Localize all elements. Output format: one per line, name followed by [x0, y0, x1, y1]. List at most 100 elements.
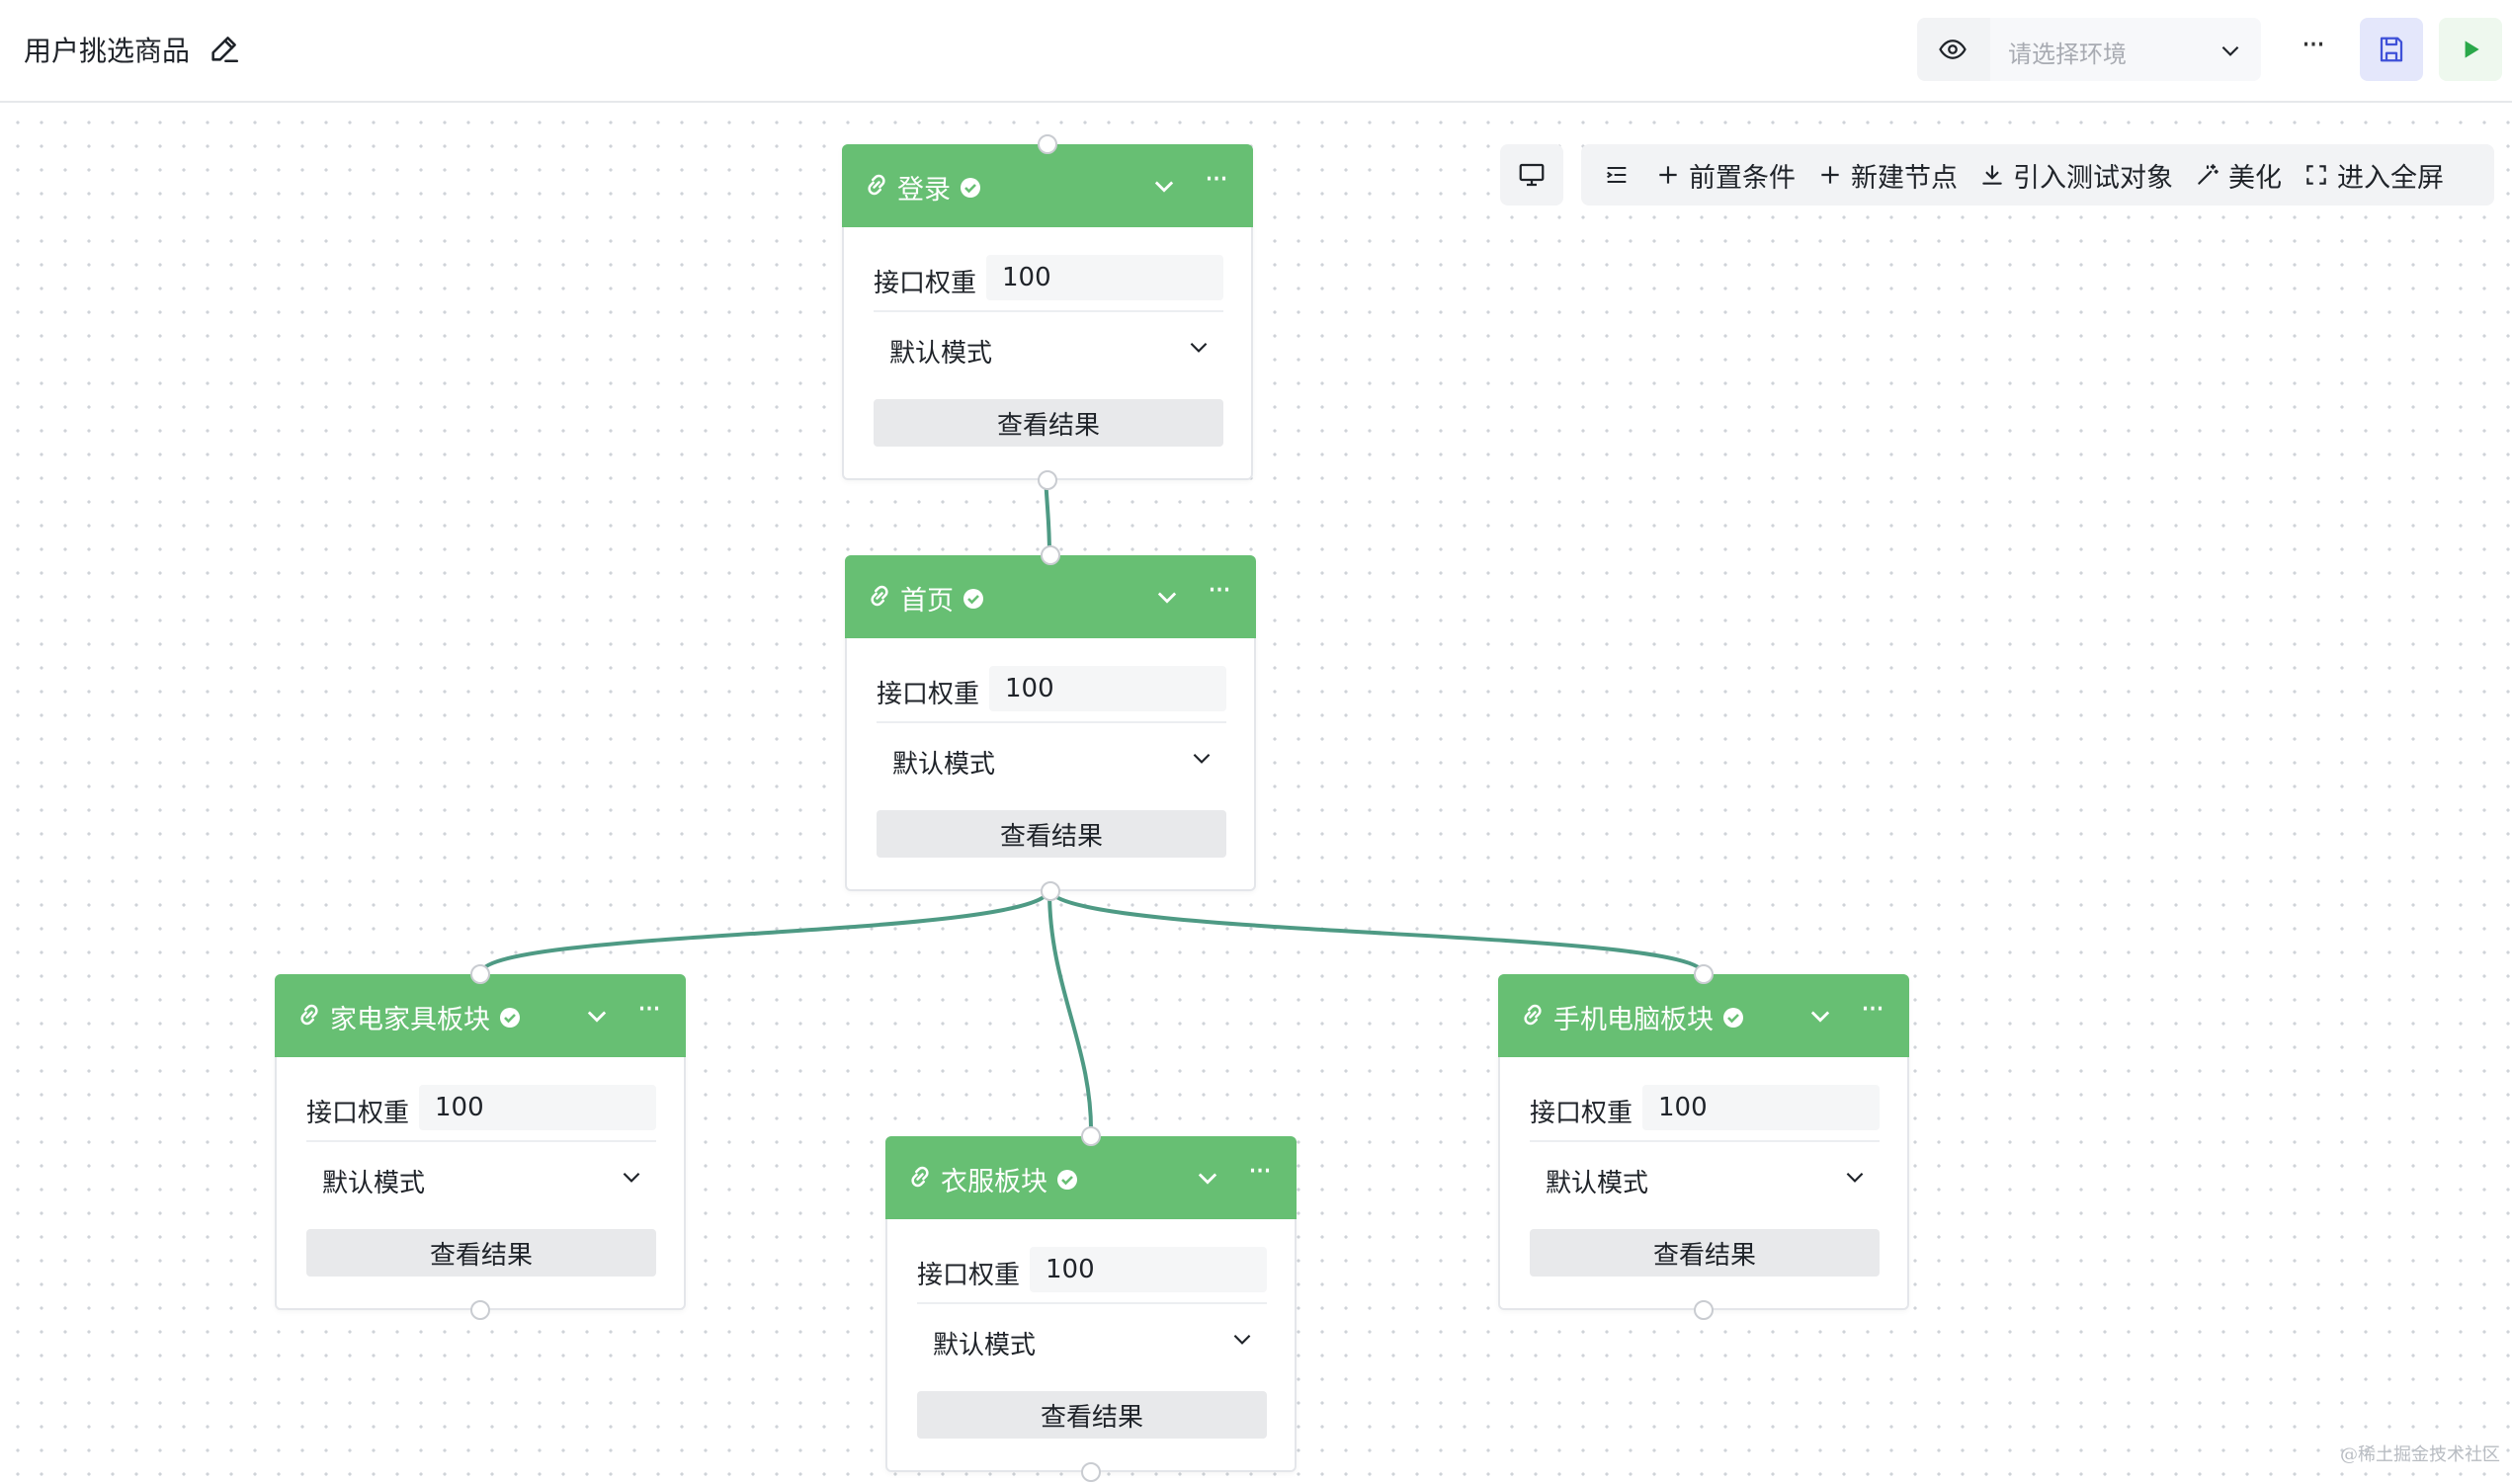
node-header[interactable]: 登录 ···: [842, 144, 1253, 227]
node-title-text: 登录: [897, 175, 951, 206]
node-output-handle[interactable]: [1041, 881, 1060, 901]
node-output-handle[interactable]: [1694, 1300, 1714, 1320]
download-icon: [1982, 165, 2002, 185]
mode-select[interactable]: 默认模式: [917, 1308, 1267, 1369]
fullscreen-button[interactable]: 进入全屏: [2293, 144, 2455, 206]
node-more-button[interactable]: ···: [1204, 162, 1229, 197]
node-title-text: 手机电脑板块: [1553, 1005, 1714, 1035]
node-input-handle[interactable]: [470, 964, 490, 984]
node-more-button[interactable]: ···: [1247, 1154, 1273, 1189]
node-header[interactable]: 手机电脑板块 ···: [1498, 974, 1909, 1057]
view-result-button[interactable]: 查看结果: [874, 399, 1223, 447]
chevron-down-icon[interactable]: [1153, 583, 1181, 611]
fullscreen-icon: [2306, 165, 2326, 185]
flow-node-login[interactable]: 登录 ··· 接口权重 默认模式 查看结果: [842, 134, 1253, 490]
run-button[interactable]: [2439, 18, 2502, 81]
environment-placeholder: 请选择环境: [2008, 41, 2127, 68]
chevron-down-icon[interactable]: [1806, 1002, 1834, 1030]
check-circle-icon: [961, 177, 980, 198]
node-more-button[interactable]: ···: [1860, 992, 1885, 1027]
monitor-icon: [1519, 163, 1545, 187]
chevron-down-icon: [1846, 1172, 1864, 1183]
flow-node-phone-pc[interactable]: 手机电脑板块 ··· 接口权重 默认模式 查看结果: [1498, 964, 1909, 1320]
add-precondition-button[interactable]: 前置条件: [1644, 144, 1806, 206]
mode-value: 默认模式: [933, 1331, 1037, 1360]
link-icon: [300, 1004, 318, 1026]
edit-icon[interactable]: [208, 32, 241, 65]
magic-wand-icon: [2198, 164, 2219, 185]
weight-label: 接口权重: [917, 1261, 1021, 1290]
top-bar: 用户挑选商品 请选择环境 ···: [0, 0, 2512, 103]
node-title: 衣服板块: [941, 1160, 1079, 1198]
mode-select[interactable]: 默认模式: [874, 316, 1223, 377]
check-circle-icon: [963, 588, 983, 609]
node-header[interactable]: 家电家具板块 ···: [275, 974, 686, 1057]
chevron-down-icon: [2221, 45, 2239, 56]
import-test-object-button[interactable]: 引入测试对象: [1968, 144, 2184, 206]
node-header[interactable]: 衣服板块 ···: [885, 1136, 1297, 1219]
weight-label: 接口权重: [874, 269, 977, 298]
weight-input[interactable]: [986, 255, 1223, 300]
weight-input[interactable]: [989, 666, 1226, 711]
node-output-handle[interactable]: [1038, 470, 1057, 490]
flow-node-home[interactable]: 首页 ··· 接口权重 默认模式 查看结果: [845, 545, 1256, 901]
flow-node-clothing[interactable]: 衣服板块 ··· 接口权重 默认模式 查看结果: [885, 1126, 1297, 1482]
view-result-button[interactable]: 查看结果: [1530, 1229, 1880, 1277]
node-output-handle[interactable]: [1081, 1462, 1101, 1482]
node-header[interactable]: 首页 ···: [845, 555, 1256, 638]
node-input-handle[interactable]: [1041, 545, 1060, 565]
view-result-button[interactable]: 查看结果: [306, 1229, 656, 1277]
chevron-down-icon[interactable]: [583, 1002, 611, 1030]
environment-select[interactable]: 请选择环境: [1990, 18, 2261, 81]
mode-select[interactable]: 默认模式: [877, 727, 1226, 788]
check-circle-icon: [500, 1007, 520, 1028]
beautify-button[interactable]: 美化: [2184, 144, 2293, 206]
chevron-down-icon: [1190, 342, 1208, 353]
node-title-text: 衣服板块: [941, 1167, 1047, 1197]
divider: [874, 310, 1223, 312]
mode-select[interactable]: 默认模式: [1530, 1146, 1880, 1207]
play-icon: [2465, 41, 2479, 58]
weight-label: 接口权重: [306, 1099, 410, 1128]
preview-button[interactable]: [1917, 18, 1988, 81]
link-icon: [868, 174, 885, 196]
chevron-down-icon[interactable]: [1150, 172, 1178, 200]
plus-icon: [1659, 166, 1677, 184]
node-title: 登录: [897, 168, 982, 206]
collapse-button[interactable]: [1599, 144, 1644, 206]
chevron-down-icon: [623, 1172, 640, 1183]
chevron-down-icon: [1193, 753, 1211, 764]
chevron-down-icon: [1233, 1334, 1251, 1345]
node-more-button[interactable]: ···: [1207, 573, 1232, 608]
node-input-handle[interactable]: [1694, 964, 1714, 984]
flow-node-appliance[interactable]: 家电家具板块 ··· 接口权重 默认模式 查看结果: [275, 964, 686, 1320]
view-result-button[interactable]: 查看结果: [877, 810, 1226, 858]
more-button[interactable]: ···: [2301, 28, 2326, 62]
node-title: 手机电脑板块: [1553, 998, 1745, 1036]
weight-input[interactable]: [1642, 1085, 1880, 1130]
node-input-handle[interactable]: [1038, 134, 1057, 154]
minimap-button[interactable]: [1500, 144, 1563, 206]
weight-input[interactable]: [1030, 1247, 1267, 1292]
chevron-down-icon[interactable]: [1194, 1164, 1221, 1192]
link-icon: [911, 1166, 929, 1188]
toolbar-label: 进入全屏: [2337, 162, 2444, 194]
link-icon: [1524, 1004, 1542, 1026]
save-button[interactable]: [2360, 18, 2423, 81]
node-input-handle[interactable]: [1081, 1126, 1101, 1146]
divider: [917, 1302, 1267, 1304]
node-more-button[interactable]: ···: [636, 992, 662, 1027]
node-title: 首页: [900, 579, 985, 618]
new-node-button[interactable]: 新建节点: [1806, 144, 1968, 206]
indent-icon: [1607, 166, 1627, 184]
weight-label: 接口权重: [1530, 1099, 1633, 1128]
mode-select[interactable]: 默认模式: [306, 1146, 656, 1207]
mode-value: 默认模式: [322, 1169, 426, 1198]
view-result-button[interactable]: 查看结果: [917, 1391, 1267, 1439]
divider: [877, 721, 1226, 723]
node-output-handle[interactable]: [470, 1300, 490, 1320]
weight-input[interactable]: [419, 1085, 656, 1130]
page-title: 用户挑选商品: [24, 35, 191, 67]
divider: [306, 1140, 656, 1142]
watermark: @稀土掘金技术社区: [2340, 1444, 2500, 1465]
